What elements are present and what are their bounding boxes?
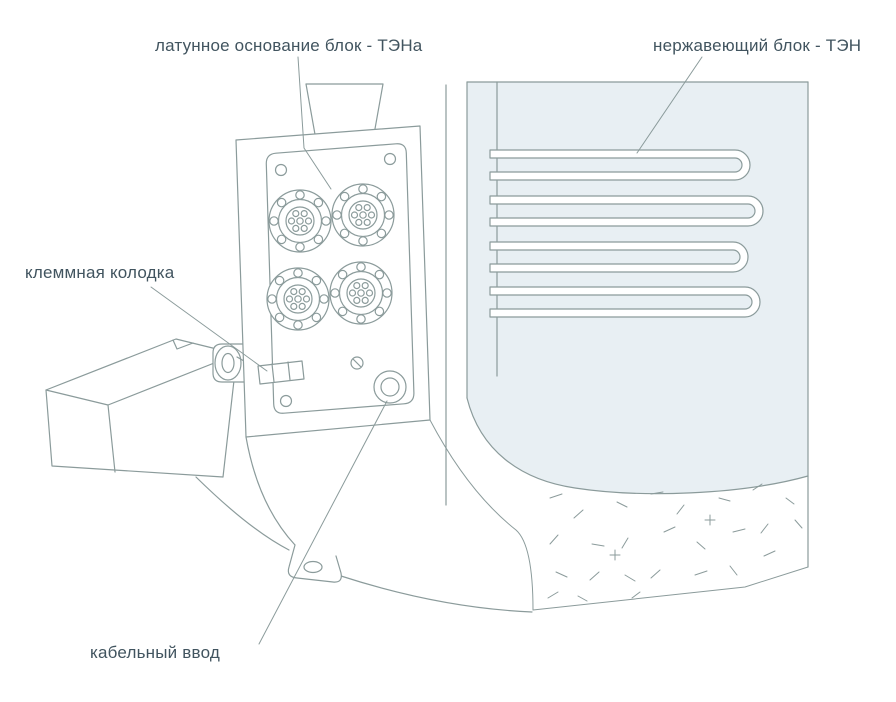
insulation-texture bbox=[547, 483, 803, 602]
casing-bottom-edge bbox=[532, 566, 809, 611]
heating-tube bbox=[489, 195, 764, 227]
leader-cable-entry bbox=[258, 400, 388, 645]
pin-connector bbox=[329, 261, 393, 325]
lower-casing bbox=[195, 436, 533, 613]
label-cable-entry: кабельный ввод bbox=[90, 643, 220, 662]
hinge-boss-hole bbox=[221, 352, 235, 374]
leader-lines bbox=[150, 56, 703, 645]
flange-screw bbox=[274, 163, 288, 177]
terminal-cover-outline bbox=[45, 338, 238, 478]
flange-screw bbox=[383, 152, 397, 166]
heating-tube bbox=[489, 286, 761, 318]
pin-connector bbox=[268, 189, 332, 253]
foot-hole bbox=[303, 560, 323, 574]
cable-gland bbox=[373, 370, 407, 404]
heating-tube bbox=[489, 241, 749, 273]
heating-tube bbox=[489, 149, 751, 181]
mounting-plate bbox=[235, 125, 431, 438]
casing-curve-left bbox=[245, 436, 296, 546]
casing-left-seam bbox=[429, 419, 534, 611]
inlet-pipe bbox=[305, 83, 384, 141]
label-stainless-block: нержавеющий блок - ТЭН bbox=[653, 36, 862, 55]
terminal-cover-inner-fold bbox=[107, 404, 116, 473]
casing-curve-bottom bbox=[340, 575, 533, 613]
casing-curve-under-cover bbox=[195, 476, 290, 551]
hinge-boss bbox=[214, 345, 242, 381]
label-terminal-block: клеммная колодка bbox=[25, 263, 175, 282]
pin-connector bbox=[331, 183, 395, 247]
flange-screw bbox=[279, 394, 293, 408]
leader-stainless-block bbox=[636, 56, 703, 154]
label-brass-base: латунное основание блок - ТЭНа bbox=[155, 36, 423, 55]
terminal-cover bbox=[45, 338, 238, 478]
insulation-section bbox=[429, 419, 809, 611]
heating-element-tubes bbox=[489, 149, 764, 318]
tank-dome-bottom bbox=[466, 397, 809, 495]
terminal-cover-notch bbox=[172, 339, 194, 350]
pin-connector bbox=[266, 267, 330, 331]
leader-terminal-block bbox=[150, 286, 268, 372]
leader-brass-base bbox=[297, 56, 332, 190]
terminal-block bbox=[257, 360, 305, 385]
slotted-screw bbox=[350, 356, 364, 370]
